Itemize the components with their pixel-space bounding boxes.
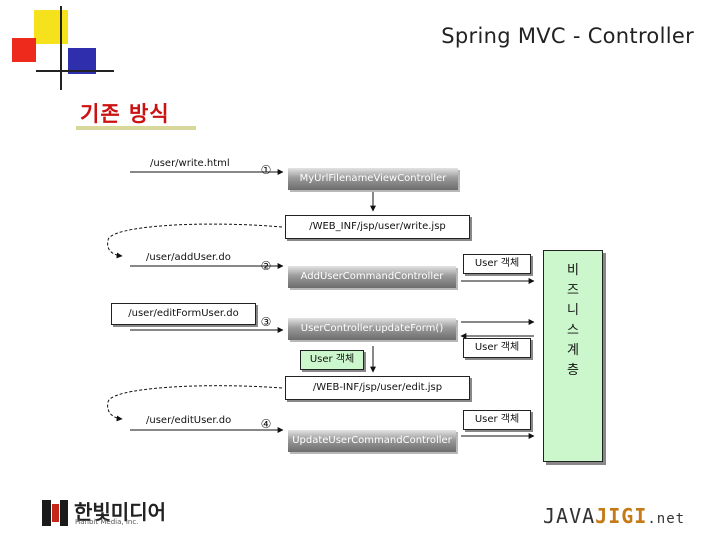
javajigi-logo: JAVAJIGI.net xyxy=(543,504,685,528)
curve-jsp-write-to-url2 xyxy=(107,223,283,259)
page-title: Spring MVC - Controller xyxy=(441,24,694,48)
step-number-1: ① xyxy=(260,163,272,177)
deco-horizontal-line xyxy=(36,70,114,72)
step-number-4: ④ xyxy=(260,417,272,431)
logo-part-net: .net xyxy=(647,511,686,527)
publisher-name: 한빛미디어 xyxy=(74,500,166,524)
business-layer-label: 비즈니스 계층 xyxy=(567,263,579,378)
controller-box-2: AddUserCommandController xyxy=(288,266,456,288)
logo-part-java: JAVA xyxy=(543,504,596,528)
corner-decoration xyxy=(0,0,114,90)
user-object-add: User 객체 xyxy=(463,254,531,274)
user-object-editform-right: User 객체 xyxy=(463,338,531,358)
step-number-2: ② xyxy=(260,259,272,273)
deco-vertical-line xyxy=(60,6,62,90)
curve-jsp-edit-to-url4 xyxy=(107,385,283,422)
logo-part-jigi: JIGI xyxy=(595,504,648,528)
publisher-name-en: Hanbit Media, Inc. xyxy=(75,518,139,526)
controller-box-1: MyUrlFilenameViewController xyxy=(288,168,458,190)
request-url-adduser: /user/addUser.do xyxy=(146,252,231,263)
section-subtitle: 기존 방식 xyxy=(80,102,170,126)
jsp-box-write: /WEB_INF/jsp/user/write.jsp xyxy=(285,215,470,239)
deco-yellow-square xyxy=(34,10,68,44)
user-object-editform-left: User 객체 xyxy=(300,350,364,370)
controller-box-3: UserController.updateForm() xyxy=(288,318,456,340)
controller-box-4: UpdateUserCommandController xyxy=(288,430,456,452)
jsp-box-edit: /WEB-INF/jsp/user/edit.jsp xyxy=(285,376,470,400)
step-number-3: ③ xyxy=(260,315,272,329)
request-url-write: /user/write.html xyxy=(150,158,230,169)
user-object-update: User 객체 xyxy=(463,410,531,430)
business-layer-box: 비즈니스 계층 xyxy=(543,250,603,462)
request-url-edituser: /user/editUser.do xyxy=(146,415,232,426)
deco-blue-square xyxy=(68,48,96,74)
deco-red-square xyxy=(12,38,36,62)
hanbit-logo-icon xyxy=(42,500,68,526)
subtitle-underline xyxy=(76,126,196,130)
request-url-editform: /user/editFormUser.do xyxy=(111,303,256,325)
